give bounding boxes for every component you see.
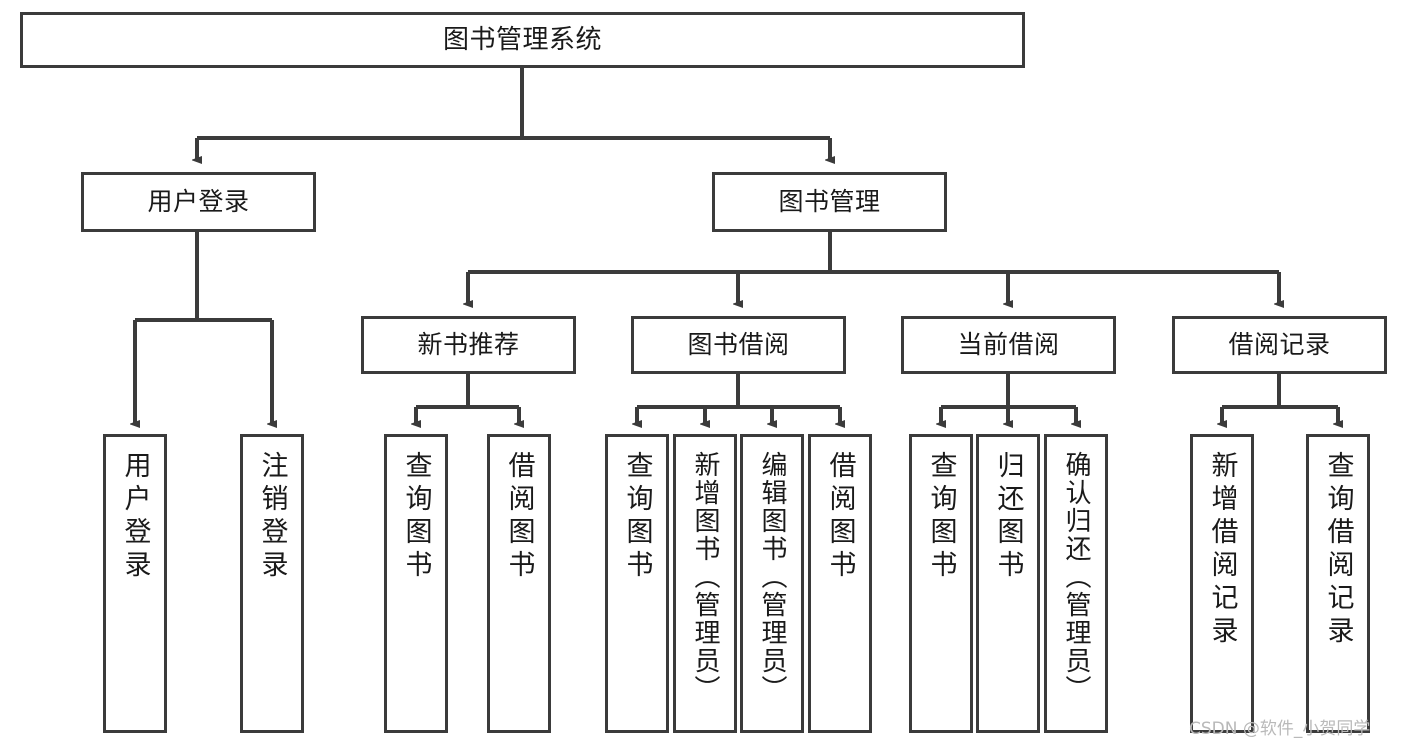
- leaf-borrow-borrow-book[interactable]: 借阅图书: [808, 434, 872, 733]
- node-label: 图书管理: [778, 187, 881, 217]
- node-book-management[interactable]: 图书管理: [712, 172, 947, 232]
- node-label: 查询图书: [621, 451, 653, 583]
- node-book-borrow[interactable]: 图书借阅: [631, 316, 846, 374]
- node-label: 注销登录: [256, 451, 288, 583]
- node-current-borrow[interactable]: 当前借阅: [901, 316, 1116, 374]
- node-label: 当前借阅: [957, 330, 1060, 360]
- node-label: 新增借阅记录: [1206, 451, 1238, 649]
- leaf-current-return-book[interactable]: 归还图书: [976, 434, 1040, 733]
- leaf-borrow-edit-book-admin[interactable]: 编辑图书（管理员）: [740, 434, 804, 733]
- leaf-record-add-borrow-record[interactable]: 新增借阅记录: [1190, 434, 1254, 733]
- node-label: 借阅图书: [824, 451, 856, 583]
- node-label: 新增图书（管理员）: [690, 451, 720, 703]
- leaf-recommend-query-book[interactable]: 查询图书: [384, 434, 448, 733]
- node-borrow-record[interactable]: 借阅记录: [1172, 316, 1387, 374]
- node-label: 查询图书: [400, 451, 432, 583]
- node-label: 借阅图书: [503, 451, 535, 583]
- node-label: 用户登录: [119, 451, 151, 583]
- leaf-current-query-book[interactable]: 查询图书: [909, 434, 973, 733]
- node-label: 确认归还（管理员）: [1061, 451, 1091, 703]
- leaf-borrow-query-book[interactable]: 查询图书: [605, 434, 669, 733]
- leaf-borrow-add-book-admin[interactable]: 新增图书（管理员）: [673, 434, 737, 733]
- leaf-user-logout[interactable]: 注销登录: [240, 434, 304, 733]
- node-root-system[interactable]: 图书管理系统: [20, 12, 1025, 68]
- node-new-book-recommend[interactable]: 新书推荐: [361, 316, 576, 374]
- watermark: CSDN @软件_小贺同学: [1189, 719, 1371, 739]
- node-label: 查询借阅记录: [1322, 451, 1354, 649]
- leaf-record-query-borrow-record[interactable]: 查询借阅记录: [1306, 434, 1370, 733]
- node-label: 归还图书: [992, 451, 1024, 583]
- leaf-current-confirm-return-admin[interactable]: 确认归还（管理员）: [1044, 434, 1108, 733]
- node-label: 图书管理系统: [442, 24, 602, 55]
- node-label: 用户登录: [147, 187, 250, 217]
- leaf-recommend-borrow-book[interactable]: 借阅图书: [487, 434, 551, 733]
- node-label: 借阅记录: [1228, 330, 1331, 360]
- leaf-user-login[interactable]: 用户登录: [103, 434, 167, 733]
- node-label: 新书推荐: [417, 330, 520, 360]
- node-label: 编辑图书（管理员）: [757, 451, 787, 703]
- node-user-login[interactable]: 用户登录: [81, 172, 316, 232]
- node-label: 图书借阅: [687, 330, 790, 360]
- node-label: 查询图书: [925, 451, 957, 583]
